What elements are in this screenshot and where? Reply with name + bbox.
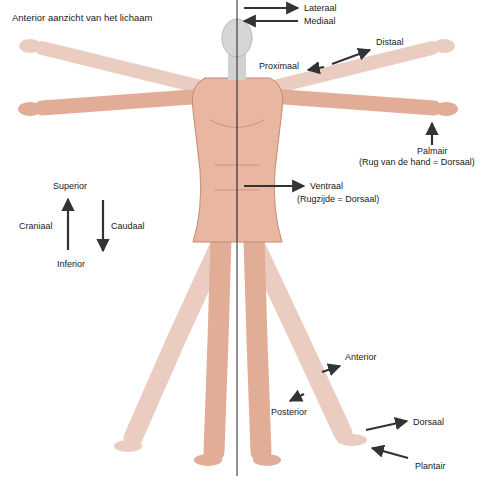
pose-one (18, 19, 458, 466)
direction-label: Distaal (375, 37, 405, 48)
direction-label: Caudaal (110, 221, 146, 232)
direction-label: Proximaal (258, 61, 300, 72)
direction-label: Palmair (416, 146, 449, 157)
direction-label: Lateraal (303, 3, 338, 14)
direction-label: Mediaal (303, 16, 337, 27)
direction-label: Anterior (344, 352, 378, 363)
median-line (237, 0, 238, 476)
direction-arrows (68, 8, 432, 458)
direction-label: Ventraal (309, 181, 344, 192)
direction-label: (Rugzijde = Dorsaal) (296, 194, 380, 205)
direction-label: Dorsaal (412, 417, 445, 428)
direction-label: Craniaal (18, 221, 54, 232)
direction-label: Inferior (56, 259, 86, 270)
direction-label: (Rug van de hand = Dorsaal) (358, 157, 476, 168)
direction-label: Plantair (414, 461, 447, 472)
direction-label: Superior (52, 181, 88, 192)
diagram-title: Anterior aanzicht van het lichaam (12, 12, 152, 24)
direction-label: Posterior (270, 407, 308, 418)
